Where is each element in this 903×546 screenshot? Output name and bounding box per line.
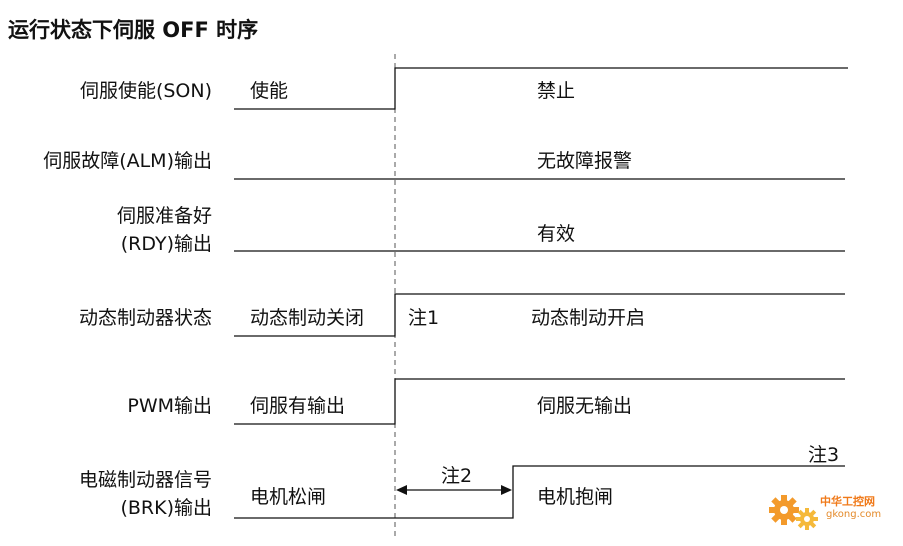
- brk-note: 注2: [441, 465, 473, 487]
- rdy-label-line2: (RDY)输出: [120, 233, 212, 255]
- alm-label: 伺服故障(ALM)输出: [43, 150, 212, 172]
- diagram-title: 运行状态下伺服 OFF 时序: [8, 18, 259, 42]
- db-note: 注1: [408, 307, 440, 329]
- watermark-url: gkong.com: [826, 509, 882, 520]
- rdy-after-text: 有效: [537, 223, 576, 245]
- db-after-text: 动态制动开启: [531, 307, 646, 329]
- pwm-label: PWM输出: [127, 395, 212, 417]
- delay-arrow-left-head: [396, 485, 407, 495]
- delay-arrow-right-head: [501, 485, 512, 495]
- pwm-waveform: [234, 378, 845, 425]
- gear-icon: [769, 495, 818, 530]
- brk-end-note: 注3: [808, 444, 840, 466]
- son-before-text: 使能: [250, 80, 289, 102]
- brk-label-line1: 电磁制动器信号: [78, 469, 212, 491]
- pwm-before-text: 伺服有输出: [250, 395, 346, 417]
- rdy-label: 伺服准备好 (RDY)输出: [117, 202, 212, 258]
- brk-waveform: [234, 465, 845, 519]
- brk-label-line2: (BRK)输出: [120, 497, 212, 519]
- son-waveform: [234, 67, 848, 110]
- son-after-text: 禁止: [537, 80, 576, 102]
- db-before-text: 动态制动关闭: [250, 307, 365, 329]
- alm-after-text: 无故障报警: [537, 150, 633, 172]
- watermark-logo: 中华工控网 gkong.com: [766, 488, 898, 538]
- brk-label: 电磁制动器信号 (BRK)输出: [79, 466, 212, 522]
- rdy-label-line1: 伺服准备好: [116, 205, 212, 227]
- brk-after-text: 电机抱闸: [537, 486, 614, 508]
- db-waveform: [234, 293, 845, 337]
- brk-before-text: 电机松闸: [250, 486, 327, 508]
- db-label: 动态制动器状态: [78, 307, 212, 329]
- son-label: 伺服使能(SON): [79, 80, 212, 102]
- watermark-name: 中华工控网: [820, 495, 875, 508]
- pwm-after-text: 伺服无输出: [537, 395, 633, 417]
